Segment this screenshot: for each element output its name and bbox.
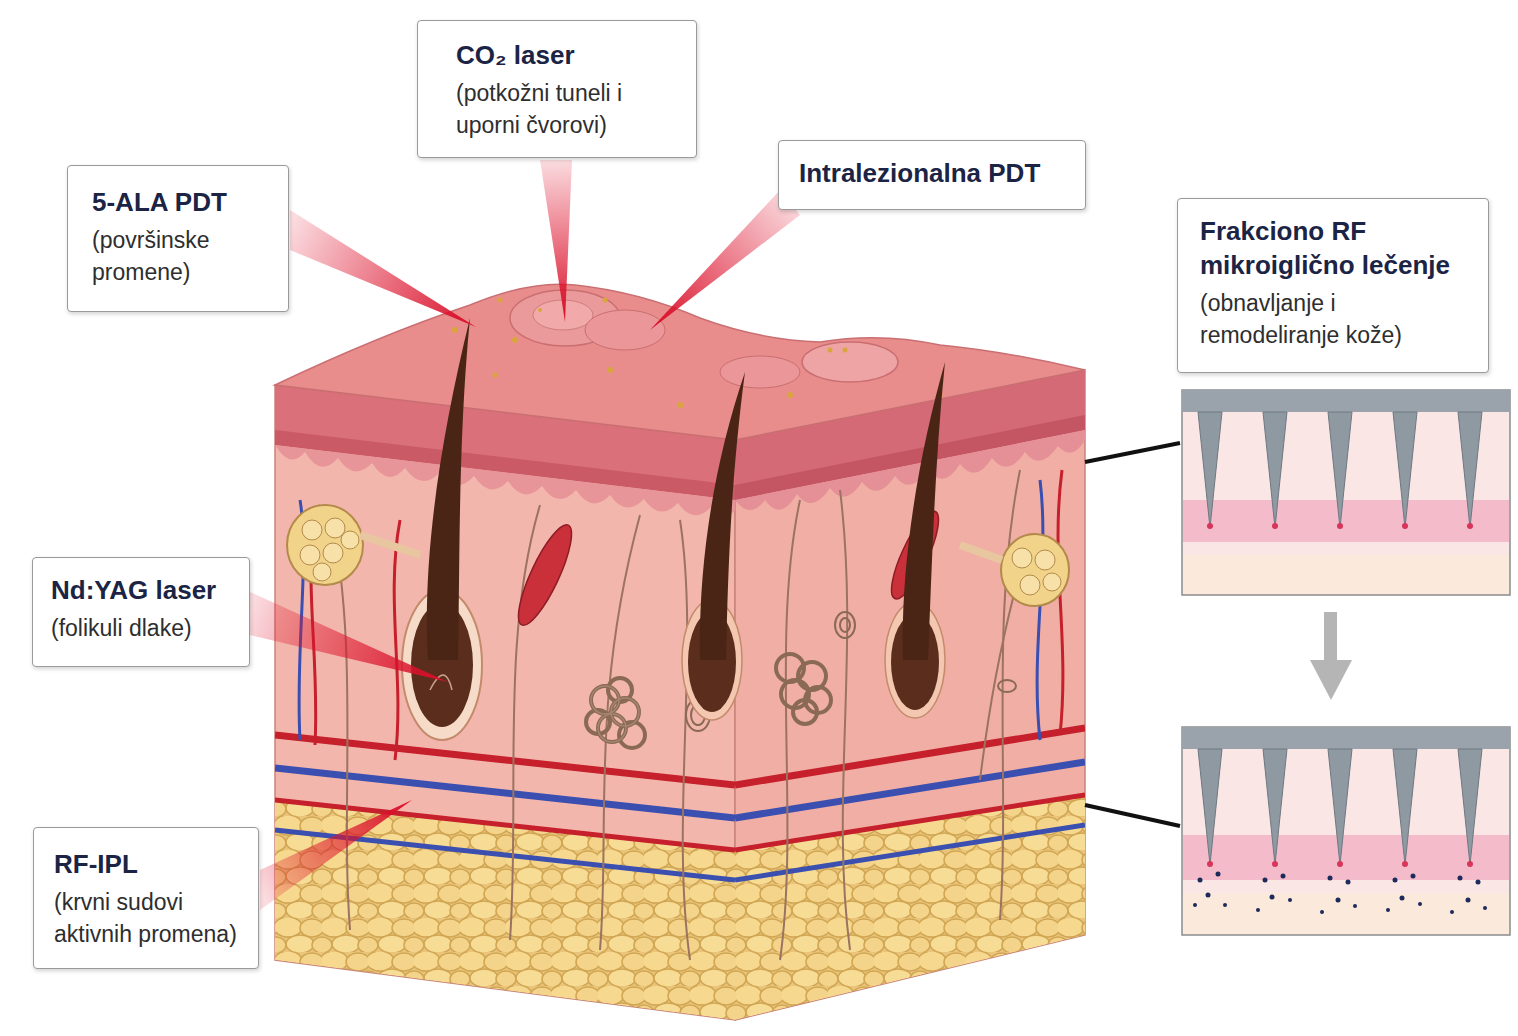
microneedle-panel	[1182, 390, 1510, 595]
nodule	[720, 356, 800, 388]
treatment-title: Nd:YAG laser	[51, 574, 231, 608]
nodule	[585, 310, 665, 350]
microneedle-panel	[1182, 727, 1510, 935]
pores	[452, 298, 943, 409]
front-layers	[275, 385, 735, 1020]
side-layers	[735, 370, 1085, 1020]
treatment-title: 5-ALA PDT	[92, 186, 264, 220]
leader-line	[1085, 805, 1180, 826]
callout-box: RF-IPL (krvni sudovi aktivnih promena)	[33, 827, 259, 969]
down-arrow	[1310, 612, 1352, 700]
treatment-title: CO₂ laser	[456, 39, 658, 73]
sweat-gland	[586, 678, 645, 748]
laser-beam	[540, 160, 572, 322]
sebaceous-gland	[287, 505, 420, 585]
callout-box: Intralezionalna PDT	[778, 140, 1086, 210]
laser-beam	[250, 592, 448, 682]
treatment-title: RF-IPL	[54, 848, 238, 882]
callout-box: 5-ALA PDT (površinske promene)	[67, 165, 289, 312]
hair-follicle	[885, 362, 945, 718]
dermis-front	[275, 385, 735, 1020]
treatment-title: Intralezionalna PDT	[799, 157, 1065, 191]
leader-line	[1085, 443, 1180, 462]
treatment-target: (krvni sudovi aktivnih promena)	[54, 886, 238, 950]
laser-beam	[260, 800, 412, 910]
laser-beam	[650, 190, 800, 330]
laser-beam	[290, 210, 476, 327]
arrector-muscle	[509, 519, 581, 631]
sweat-gland	[776, 654, 831, 724]
nodule	[802, 342, 898, 382]
callout-box: CO₂ laser (potkožni tuneli i uporni čvoro…	[417, 20, 697, 158]
callout-box: Frakciono RF mikroiglično lečenje(obnavl…	[1177, 198, 1489, 373]
dermis-side	[735, 370, 1085, 1020]
capillaries	[299, 470, 1063, 760]
sweat-gland-highlight	[591, 686, 639, 742]
callout-box: Nd:YAG laser (folikuli dlake)	[32, 557, 250, 667]
treatment-target: (potkožni tuneli i uporni čvorovi)	[456, 77, 658, 141]
treatment-target: (folikuli dlake)	[51, 612, 231, 644]
treatment-target: (obnavljanje i remodeliranje kože)	[1200, 287, 1466, 351]
hair-follicle	[682, 372, 745, 720]
hair-follicle	[402, 318, 482, 740]
skin-surface	[275, 284, 1085, 440]
sebaceous-gland	[960, 534, 1069, 606]
treatment-title: Frakciono RF mikroiglično lečenje	[1200, 215, 1466, 283]
treatment-target: (površinske promene)	[92, 224, 264, 288]
